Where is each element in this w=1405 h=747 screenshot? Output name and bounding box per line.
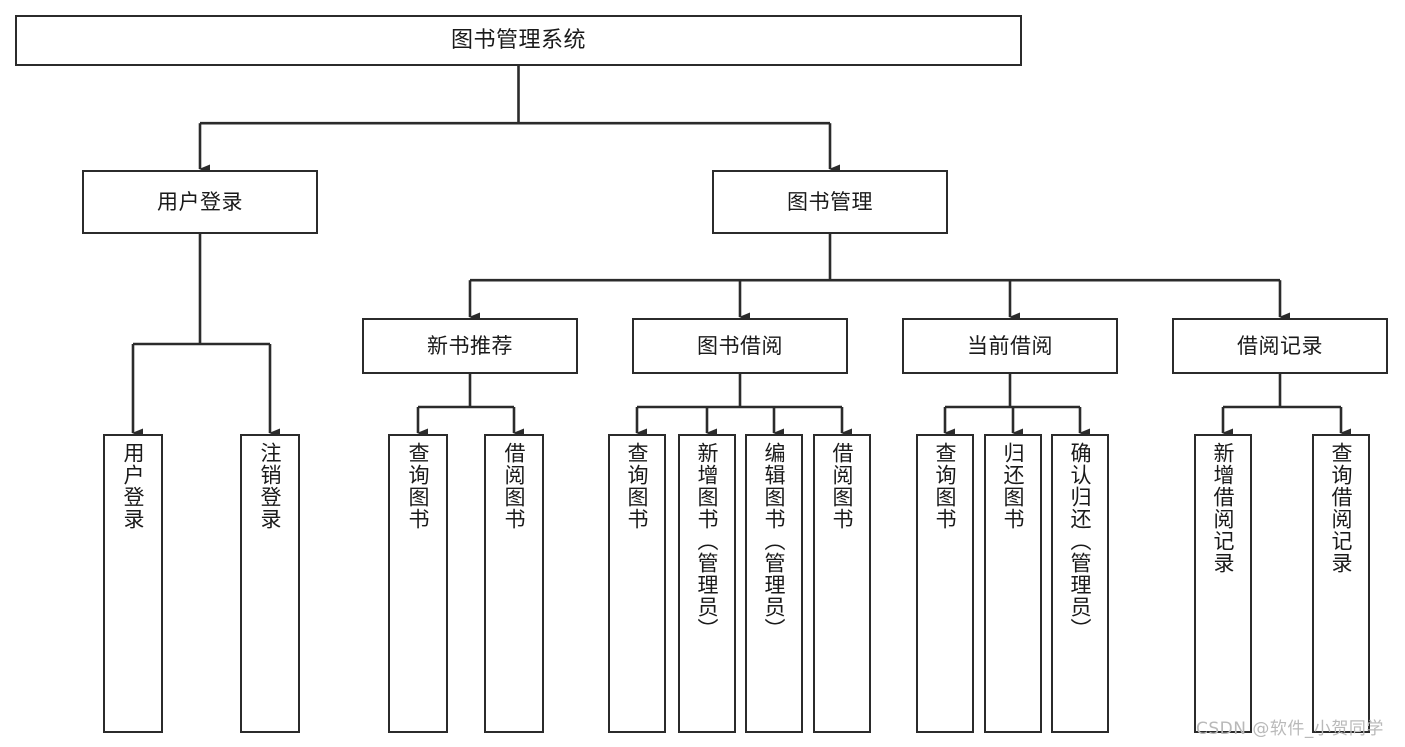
node-label: 当前借阅 [967,333,1053,358]
node-label: 图书管理 [787,189,873,214]
node-book-borrow[interactable]: 图书借阅 [632,318,848,374]
leaf-current-return-book[interactable]: 归还图书 [984,434,1042,733]
node-label: 借阅图书 [830,442,855,530]
node-label: 查询图书 [406,442,431,530]
node-label: 图书管理系统 [450,27,586,53]
node-label: 新书推荐 [427,333,513,358]
leaf-record-add[interactable]: 新增借阅记录 [1194,434,1252,733]
node-label: 查询图书 [933,442,958,530]
leaf-borrow-edit-book[interactable]: 编辑图书（管理员） [745,434,803,733]
node-label: 新增借阅记录 [1211,442,1236,574]
leaf-record-query[interactable]: 查询借阅记录 [1312,434,1370,733]
leaf-recommend-query-book[interactable]: 查询图书 [388,434,448,733]
leaf-borrow-add-book[interactable]: 新增图书（管理员） [678,434,736,733]
leaf-recommend-borrow-book[interactable]: 借阅图书 [484,434,544,733]
node-borrow-record[interactable]: 借阅记录 [1172,318,1388,374]
leaf-current-confirm-return[interactable]: 确认归还（管理员） [1051,434,1109,733]
node-label: 用户登录 [121,442,146,530]
csdn-watermark: CSDN @软件_小贺同学 [1196,719,1384,739]
node-user-login[interactable]: 用户登录 [82,170,318,234]
node-label: 用户登录 [157,189,243,214]
node-label: 借阅记录 [1237,333,1323,358]
node-label: 借阅图书 [502,442,527,530]
node-label: 查询图书 [625,442,650,530]
node-label: 注销登录 [258,442,283,530]
leaf-user-login[interactable]: 用户登录 [103,434,163,733]
node-book-manage[interactable]: 图书管理 [712,170,948,234]
node-label: 新增图书（管理员） [695,442,720,640]
node-root[interactable]: 图书管理系统 [15,15,1022,66]
node-label: 查询借阅记录 [1329,442,1354,574]
leaf-current-query-book[interactable]: 查询图书 [916,434,974,733]
node-new-book-recommend[interactable]: 新书推荐 [362,318,578,374]
node-label: 图书借阅 [697,333,783,358]
node-label: 确认归还（管理员） [1068,442,1093,640]
node-label: 归还图书 [1001,442,1026,530]
node-current-borrow[interactable]: 当前借阅 [902,318,1118,374]
node-label: 编辑图书（管理员） [762,442,787,640]
leaf-borrow-borrow-book[interactable]: 借阅图书 [813,434,871,733]
leaf-user-logout[interactable]: 注销登录 [240,434,300,733]
leaf-borrow-query-book[interactable]: 查询图书 [608,434,666,733]
